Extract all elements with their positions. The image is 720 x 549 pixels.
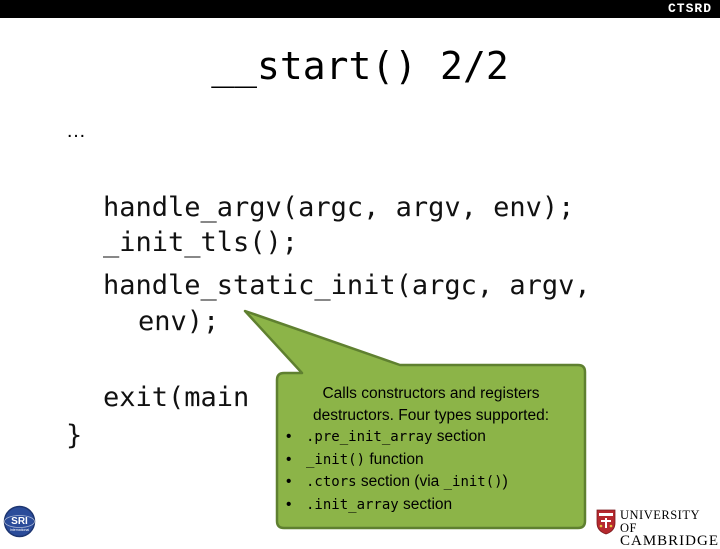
sri-logo: SRI International — [3, 505, 36, 538]
sri-logo-subtext: International — [10, 528, 29, 532]
cambridge-text: UNIVERSITY OF CAMBRIDGE — [620, 508, 720, 549]
ctsrd-logo: CTSRD — [667, 1, 712, 16]
list-item: .init_array section — [286, 494, 582, 517]
item-text-end: ) — [502, 473, 508, 490]
list-item: _init() function — [286, 449, 582, 472]
code-init-array: .init_array — [306, 496, 399, 513]
code-line-env: env); — [138, 306, 220, 337]
list-item: .ctors section (via _init()) — [286, 471, 582, 494]
callout-line-2: destructors. Four types supported: — [312, 406, 550, 424]
cambridge-line-2: CAMBRIDGE — [620, 533, 720, 549]
callout-list: .pre_init_array section _init() function… — [280, 426, 582, 516]
cambridge-line-1: UNIVERSITY OF — [620, 508, 700, 535]
code-line-handle-static-init: handle_static_init(argc, argv, — [103, 270, 591, 301]
callout-text: Calls constructors and registers destruc… — [280, 383, 582, 516]
code-init-call: _init() — [443, 474, 503, 490]
top-bar: CTSRD — [0, 0, 720, 18]
item-text: section — [432, 428, 486, 445]
slide-title: __start() 2/2 — [211, 44, 509, 88]
item-text: section (via — [356, 473, 444, 490]
code-init-function: _init() — [306, 451, 366, 468]
code-ctors: .ctors — [306, 474, 357, 490]
cambridge-logo: UNIVERSITY OF CAMBRIDGE — [596, 505, 718, 549]
ellipsis-text: … — [66, 120, 86, 142]
sri-logo-text: SRI — [11, 516, 28, 527]
code-line-init-tls: _init_tls(); — [103, 227, 299, 258]
callout-line-1: Calls constructors and registers — [322, 385, 540, 402]
item-text: section — [398, 495, 453, 513]
closing-brace: } — [66, 420, 83, 451]
code-pre-init-array: .pre_init_array — [306, 429, 433, 445]
cambridge-crest-icon — [596, 509, 616, 535]
code-line-handle-argv: handle_argv(argc, argv, env); — [103, 192, 575, 223]
code-line-exit-main: exit(main — [103, 382, 250, 413]
list-item: .pre_init_array section — [286, 426, 582, 449]
item-text: function — [365, 450, 424, 468]
